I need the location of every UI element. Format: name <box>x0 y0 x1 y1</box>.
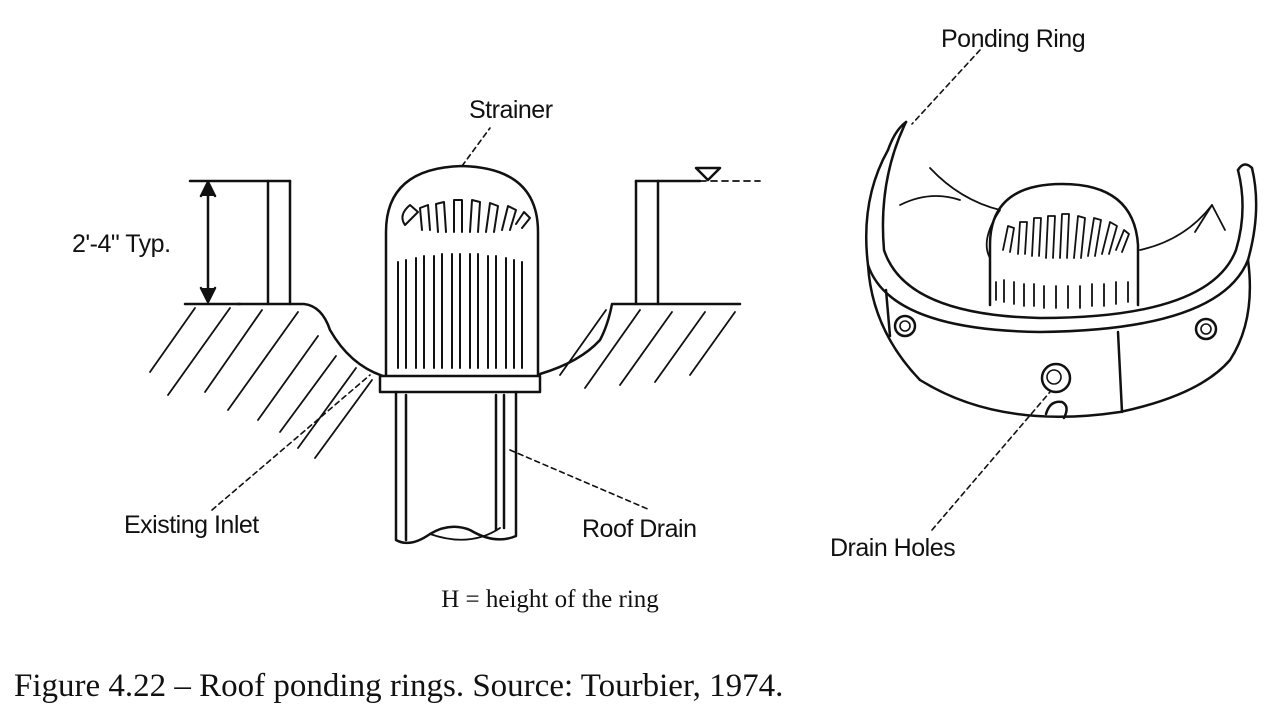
strainer <box>378 127 542 394</box>
roof-section-left <box>183 179 385 378</box>
water-level-icon <box>694 166 722 182</box>
roof-drain-pipe <box>394 390 518 545</box>
leader-lines-left <box>211 374 651 511</box>
drain-holes-label: Drain Holes <box>830 534 955 562</box>
figure-note: H = height of the ring <box>441 586 659 613</box>
drain-hole-icons <box>893 314 1218 394</box>
roof-hatching-right <box>559 309 736 389</box>
strainer-top-slots <box>401 199 531 233</box>
leader-lines-right <box>911 49 1051 531</box>
ring-strainer-slots <box>995 213 1130 309</box>
roof-hatching-left <box>149 307 373 459</box>
existing-inlet-label: Existing Inlet <box>124 511 259 539</box>
roof-section-right <box>538 166 761 376</box>
strainer-label: Strainer <box>469 96 553 124</box>
strainer-side-slots <box>397 253 523 369</box>
figure-caption: Figure 4.22 – Roof ponding rings. Source… <box>14 668 784 704</box>
height-dimension-label: 2'-4" Typ. <box>72 230 171 258</box>
roof-drain-label: Roof Drain <box>582 515 697 543</box>
ponding-ring-label: Ponding Ring <box>941 25 1085 53</box>
ponding-ring-illustration <box>865 49 1258 531</box>
